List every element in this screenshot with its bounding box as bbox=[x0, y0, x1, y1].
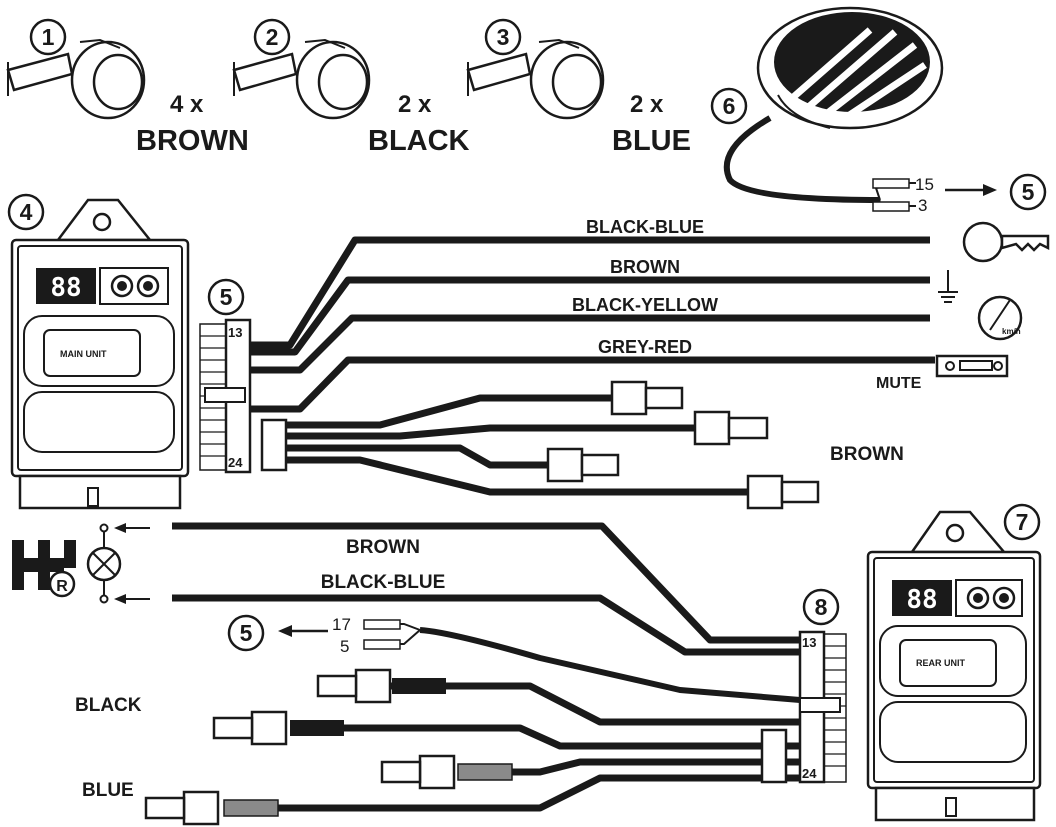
sensor-2: 2 2 x BLACK bbox=[232, 18, 470, 157]
plug-rear-2 bbox=[212, 710, 288, 746]
rear-connector-pin-13: 13 bbox=[802, 635, 816, 650]
rear-label-black: BLACK bbox=[75, 695, 142, 716]
wire-label-grey-red: GREY-RED bbox=[598, 337, 692, 357]
buzzer-ref-number: 5 bbox=[1022, 179, 1035, 205]
plug-front-3 bbox=[546, 447, 620, 483]
buzzer-pin-3: 3 bbox=[918, 196, 927, 215]
ground-icon bbox=[938, 270, 958, 303]
rear-ref-number: 5 bbox=[240, 620, 253, 646]
sensor-bundle-label: BROWN bbox=[830, 444, 904, 465]
sensor-3-qty: 2 x bbox=[630, 91, 664, 118]
buzzer: 6 15 3 5 bbox=[710, 6, 1047, 215]
sensor-3: 3 2 x BLUE bbox=[466, 18, 691, 157]
sensor-1-color: BROWN bbox=[136, 125, 249, 157]
plug-front-1 bbox=[610, 380, 684, 416]
rear-pin-17: 17 bbox=[332, 615, 351, 634]
main-unit: 4 88 MAIN UNIT bbox=[7, 193, 190, 510]
rear-unit-label: REAR UNIT bbox=[916, 658, 966, 668]
rear-unit-display: 88 bbox=[906, 585, 937, 615]
sensor-2-qty: 2 x bbox=[398, 91, 432, 118]
key-icon bbox=[962, 221, 1050, 263]
sensor-2-color: BLACK bbox=[368, 125, 470, 157]
front-connector-pin-24: 24 bbox=[228, 455, 243, 470]
main-unit-label: MAIN UNIT bbox=[60, 349, 107, 359]
rear-unit: 7 88 REAR UNIT bbox=[866, 503, 1042, 822]
rear-connector-pin-24: 24 bbox=[802, 766, 817, 781]
plug-front-2 bbox=[693, 410, 769, 446]
rear-label-blue: BLUE bbox=[82, 780, 134, 801]
front-connector-pin-13: 13 bbox=[228, 325, 242, 340]
plug-rear-1 bbox=[316, 668, 392, 704]
speedometer-unit: km/h bbox=[1002, 327, 1021, 336]
lamp-icon bbox=[86, 523, 122, 604]
sensor-2-number: 2 bbox=[266, 24, 279, 50]
sensor-1: 1 4 x BROWN bbox=[6, 18, 249, 157]
sensor-3-number: 3 bbox=[497, 24, 510, 50]
sensor-1-number: 1 bbox=[42, 24, 55, 50]
rear-connector: 8 13 24 bbox=[760, 588, 847, 784]
mute-switch-icon: MUTE bbox=[876, 354, 1009, 392]
reverse-gear-icon: R bbox=[12, 540, 76, 598]
buzzer-pin-15: 15 bbox=[915, 175, 934, 194]
rear-wire-label-brown: BROWN bbox=[346, 537, 420, 558]
rear-wires: BROWN BLACK-BLUE 5 17 5 bbox=[75, 522, 801, 826]
front-wires: BLACK-BLUE BROWN BLACK-YELLOW GREY-RED B… bbox=[250, 217, 935, 510]
rear-unit-number: 7 bbox=[1016, 509, 1029, 535]
plug-front-4 bbox=[746, 474, 820, 510]
rear-connector-number: 8 bbox=[815, 594, 828, 620]
wire-label-black-blue: BLACK-BLUE bbox=[586, 217, 704, 237]
main-unit-display: 88 bbox=[50, 273, 81, 303]
speedometer-icon: km/h bbox=[977, 295, 1023, 341]
mute-label: MUTE bbox=[876, 375, 922, 392]
rear-pin-5: 5 bbox=[340, 637, 349, 656]
rear-wire-label-black-blue: BLACK-BLUE bbox=[321, 572, 446, 593]
wire-label-brown: BROWN bbox=[610, 257, 680, 277]
plug-rear-3 bbox=[380, 754, 456, 790]
front-connector-number: 5 bbox=[220, 284, 233, 310]
buzzer-number: 6 bbox=[723, 93, 736, 119]
main-unit-number: 4 bbox=[20, 199, 33, 225]
reverse-gear-letter: R bbox=[56, 578, 68, 595]
front-connector: 5 13 24 bbox=[199, 278, 252, 474]
sensor-1-qty: 4 x bbox=[170, 91, 204, 118]
plug-rear-4 bbox=[144, 790, 220, 826]
sensor-3-color: BLUE bbox=[612, 125, 691, 157]
wire-label-black-yellow: BLACK-YELLOW bbox=[572, 295, 718, 315]
